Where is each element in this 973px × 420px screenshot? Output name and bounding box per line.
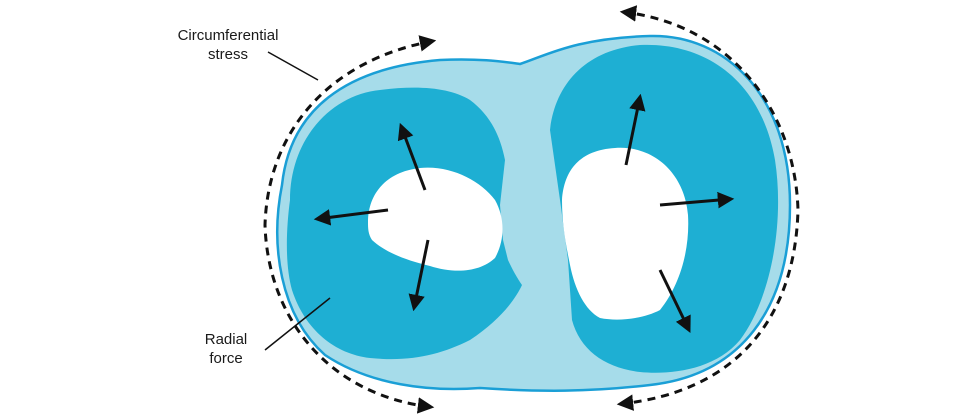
circumferential-arrow-left <box>263 35 437 414</box>
radial-label-line2: force <box>209 350 242 367</box>
radial-arrow-down-right <box>658 269 691 333</box>
radial-label-line1: Radial <box>205 331 248 348</box>
circumferential-label-line2: stress <box>208 46 248 63</box>
circumferential-leader-line <box>267 51 319 81</box>
radial-arrow-left <box>313 208 389 226</box>
circumferential-label-line1: Circumferential <box>178 27 279 44</box>
radial-arrow-right <box>659 191 735 209</box>
right-cavity <box>562 147 689 320</box>
radial-leader-line <box>264 297 331 351</box>
